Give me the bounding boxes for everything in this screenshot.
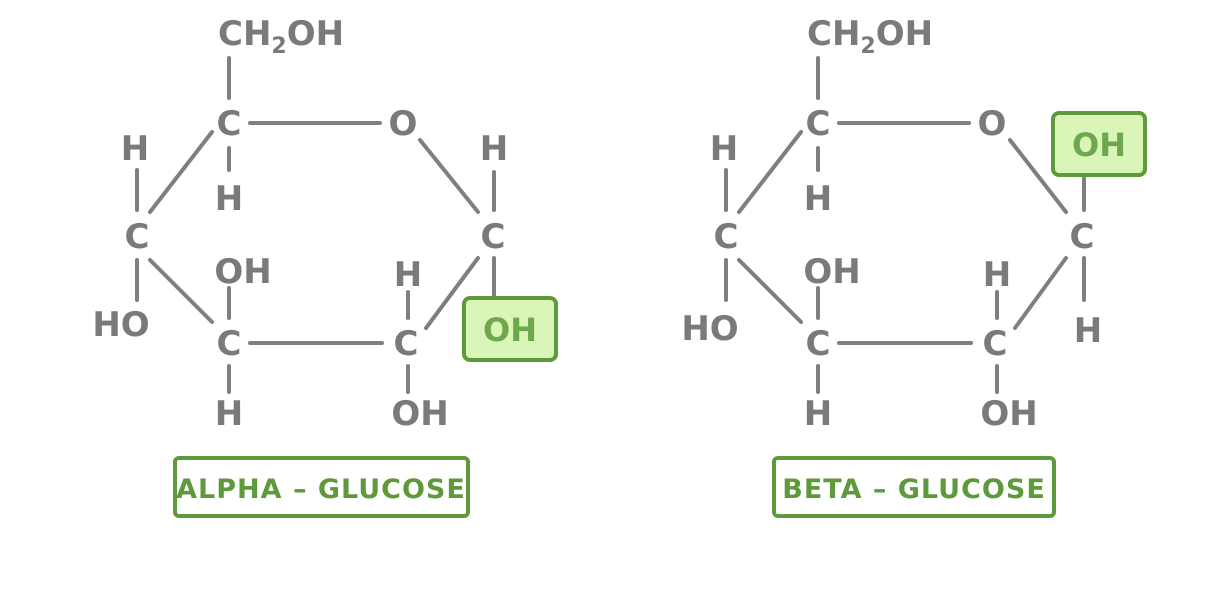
atom-c3: C xyxy=(806,324,831,364)
atom-o-ring: O xyxy=(389,104,418,144)
atom-h: H xyxy=(710,129,738,169)
atom-oh: OH xyxy=(214,252,271,292)
bond-c2-c1 xyxy=(1013,256,1068,330)
atom-ch2oh: CH2OH xyxy=(807,14,933,59)
bond-o-c1 xyxy=(1008,138,1068,214)
alpha-highlighted-oh: OH xyxy=(462,296,558,362)
beta-glucose-label: BETA – GLUCOSE xyxy=(772,456,1056,518)
bond-c2-c1 xyxy=(424,256,480,330)
alpha-glucose-label: ALPHA – GLUCOSE xyxy=(173,456,470,518)
atom-c4: C xyxy=(714,217,739,257)
label-box xyxy=(772,456,1056,518)
bond-c4-c3 xyxy=(148,258,214,324)
label-box xyxy=(173,456,470,518)
atom-h: H xyxy=(394,255,422,295)
atom-h: H xyxy=(804,394,832,434)
atom-h: H xyxy=(983,255,1011,295)
beta-glucose-structure: CH2OH C O H H C C OH H HO C C H H OH OH … xyxy=(681,14,1147,518)
atom-c3: C xyxy=(217,324,242,364)
alpha-glucose-name: ALPHA – GLUCOSE xyxy=(176,474,466,505)
atom-o-ring: O xyxy=(978,104,1007,144)
atom-ho: HO xyxy=(681,309,738,349)
atom-c1: C xyxy=(481,217,506,257)
atom-c4: C xyxy=(125,217,150,257)
atom-c5: C xyxy=(217,104,242,144)
alpha-glucose-structure: CH2OH C O H H H C C OH H HO C C H OH OH … xyxy=(92,14,558,518)
beta-highlighted-oh: OH xyxy=(1051,111,1147,177)
atom-h: H xyxy=(215,179,243,219)
highlight-box xyxy=(1051,111,1147,177)
highlight-oh-label: OH xyxy=(483,311,537,349)
atom-ch2oh: CH2OH xyxy=(218,14,344,59)
atom-c5: C xyxy=(806,104,831,144)
bond-c5-c4 xyxy=(737,130,803,214)
bond-c5-c4 xyxy=(148,130,214,214)
atom-h: H xyxy=(215,394,243,434)
atom-oh: OH xyxy=(980,394,1037,434)
bond-c4-c3 xyxy=(737,258,803,324)
highlight-box xyxy=(462,296,558,362)
atom-c1: C xyxy=(1070,217,1095,257)
atom-oh: OH xyxy=(391,394,448,434)
atom-h: H xyxy=(804,179,832,219)
atom-oh: OH xyxy=(803,252,860,292)
atom-c2: C xyxy=(983,324,1008,364)
highlight-oh-label: OH xyxy=(1072,126,1126,164)
atom-h: H xyxy=(480,129,508,169)
atom-h: H xyxy=(121,129,149,169)
beta-glucose-name: BETA – GLUCOSE xyxy=(782,474,1046,505)
atom-ho: HO xyxy=(92,305,149,345)
bond-o-c1 xyxy=(418,138,480,214)
atom-c2: C xyxy=(394,324,419,364)
atom-h: H xyxy=(1074,311,1102,351)
